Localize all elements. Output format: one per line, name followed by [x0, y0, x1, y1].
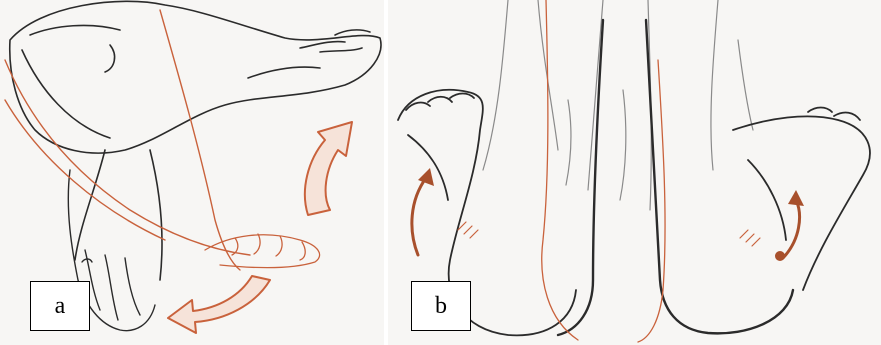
hatch-marks	[458, 222, 760, 246]
curved-arrow-left-icon	[412, 168, 434, 255]
reference-lines	[5, 10, 250, 270]
curved-arrow-down-icon	[168, 276, 270, 333]
curved-arrow-right-icon	[775, 190, 804, 261]
toes-sketch	[205, 234, 320, 268]
panel-label-a: a	[30, 281, 90, 331]
panel-label-b: b	[411, 281, 471, 331]
panel-a: a	[0, 0, 384, 345]
legs-sketch	[483, 0, 753, 210]
curved-arrow-up-icon	[305, 122, 352, 215]
panel-b: b	[388, 0, 881, 345]
center-contour	[558, 20, 793, 335]
right-foot-sketch	[733, 108, 870, 291]
